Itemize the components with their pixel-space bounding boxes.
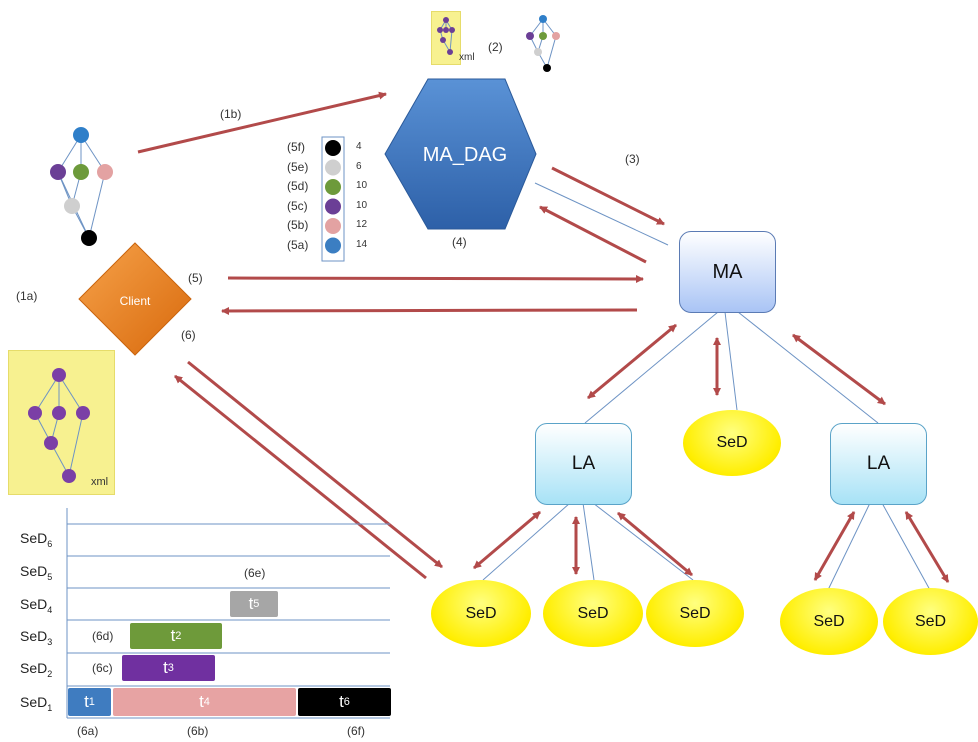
gantt-grid bbox=[66, 508, 390, 719]
gantt-row-sed6: SeD6 bbox=[20, 530, 53, 549]
sed-ellipse-middle: SeD bbox=[683, 410, 781, 476]
priority-value: 10 bbox=[356, 199, 368, 211]
priority-dot bbox=[325, 159, 341, 176]
step-3-label: (3) bbox=[625, 152, 640, 166]
xml-document-small bbox=[431, 11, 461, 65]
xml-document-large bbox=[8, 350, 115, 495]
priority-value: 4 bbox=[356, 141, 362, 152]
priority-step-label: (5a) bbox=[287, 237, 309, 252]
sed-ellipse-5: SeD bbox=[883, 588, 978, 655]
sed-ellipse-1: SeD bbox=[431, 580, 531, 647]
priority-step-label: (5f) bbox=[287, 140, 305, 154]
priority-dot bbox=[325, 218, 341, 234]
sed-ellipse-4: SeD bbox=[780, 588, 878, 655]
sed-ellipse-2: SeD bbox=[543, 580, 643, 647]
priority-dot bbox=[325, 140, 341, 156]
ma-box: MA bbox=[679, 231, 776, 313]
client-diamond bbox=[78, 242, 192, 356]
priority-step-label: (5d) bbox=[287, 179, 309, 193]
priority-dots bbox=[325, 140, 341, 254]
priority-step-label: (5e) bbox=[287, 159, 309, 174]
gantt-row-sed5: SeD5 bbox=[20, 563, 53, 582]
priority-value: 6 bbox=[356, 160, 362, 172]
step-4-label: (4) bbox=[452, 235, 467, 249]
sed-ellipse-3: SeD bbox=[646, 580, 744, 647]
client-label: Client bbox=[119, 294, 151, 308]
gantt-row-sed4: SeD4 bbox=[20, 596, 53, 615]
step-1b-label: (1b) bbox=[220, 107, 242, 121]
step-5-label: (5) bbox=[188, 271, 203, 285]
workflow-dag-graph bbox=[50, 127, 113, 246]
task-label-6e: (6e) bbox=[244, 566, 266, 580]
priority-value: 14 bbox=[356, 238, 368, 250]
ma-dag-label: MA_DAG bbox=[422, 143, 508, 166]
priority-bracket bbox=[321, 136, 345, 262]
xml-label-large: xml bbox=[91, 476, 109, 488]
step-2-label: (2) bbox=[488, 40, 503, 54]
time-label-6a: (6a) bbox=[77, 724, 99, 738]
time-label-6f: (6f) bbox=[347, 724, 365, 738]
gantt-row-sed3: SeD3 bbox=[20, 628, 53, 647]
priority-dot bbox=[325, 237, 341, 254]
la-box-right: LA bbox=[830, 423, 927, 505]
la-box-left: LA bbox=[535, 423, 632, 505]
priority-dot bbox=[325, 179, 341, 195]
task-label-6c: (6c) bbox=[92, 661, 113, 675]
time-label-6b: (6b) bbox=[187, 724, 209, 738]
step-6-label: (6) bbox=[181, 328, 196, 342]
xml-dag-large bbox=[28, 368, 90, 483]
priority-dot bbox=[325, 198, 341, 215]
ma-dag-hexagon bbox=[384, 78, 537, 230]
small-dag-graph bbox=[526, 15, 560, 72]
priority-step-label: (5b) bbox=[287, 218, 309, 232]
message-arrows bbox=[137, 91, 950, 583]
step-1a-label: (1a) bbox=[16, 289, 38, 303]
xml-dag-thumb bbox=[437, 17, 455, 55]
task-label-6d: (6d) bbox=[92, 629, 114, 643]
xml-label-small: xml bbox=[459, 52, 475, 63]
priority-value: 12 bbox=[356, 219, 368, 230]
gantt-row-sed1: SeD1 bbox=[20, 694, 53, 713]
priority-value: 10 bbox=[356, 180, 368, 191]
priority-step-label: (5c) bbox=[287, 198, 308, 213]
gantt-row-sed2: SeD2 bbox=[20, 660, 53, 679]
